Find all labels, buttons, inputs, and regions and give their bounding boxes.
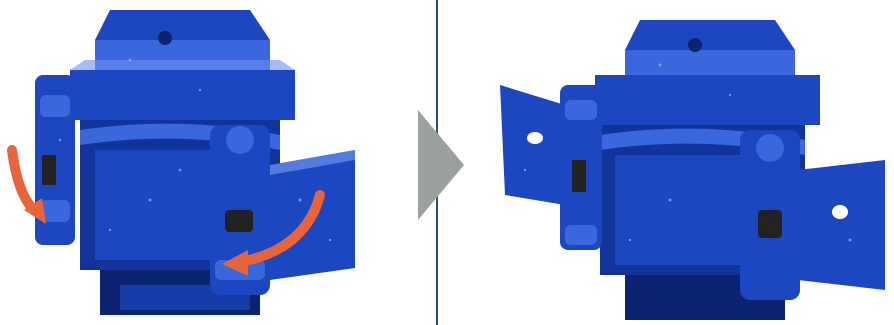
block-top-housing	[70, 10, 295, 120]
magnet-icon	[572, 160, 586, 192]
magnet-icon	[758, 210, 782, 238]
block-top-housing	[595, 20, 820, 125]
right-wing-flap	[798, 160, 885, 290]
wing-hole	[832, 205, 848, 219]
block-wing-closed-illustration	[0, 0, 436, 325]
wing-hole	[527, 132, 543, 144]
step-1-illustration	[0, 0, 436, 325]
magnet-icon	[225, 210, 253, 232]
left-wing-flap	[500, 85, 565, 205]
block-wing-open-illustration	[440, 0, 894, 325]
magnet-icon	[42, 155, 56, 185]
right-hinge	[740, 130, 800, 300]
step-2-illustration	[440, 0, 894, 325]
left-hinge	[560, 85, 602, 250]
